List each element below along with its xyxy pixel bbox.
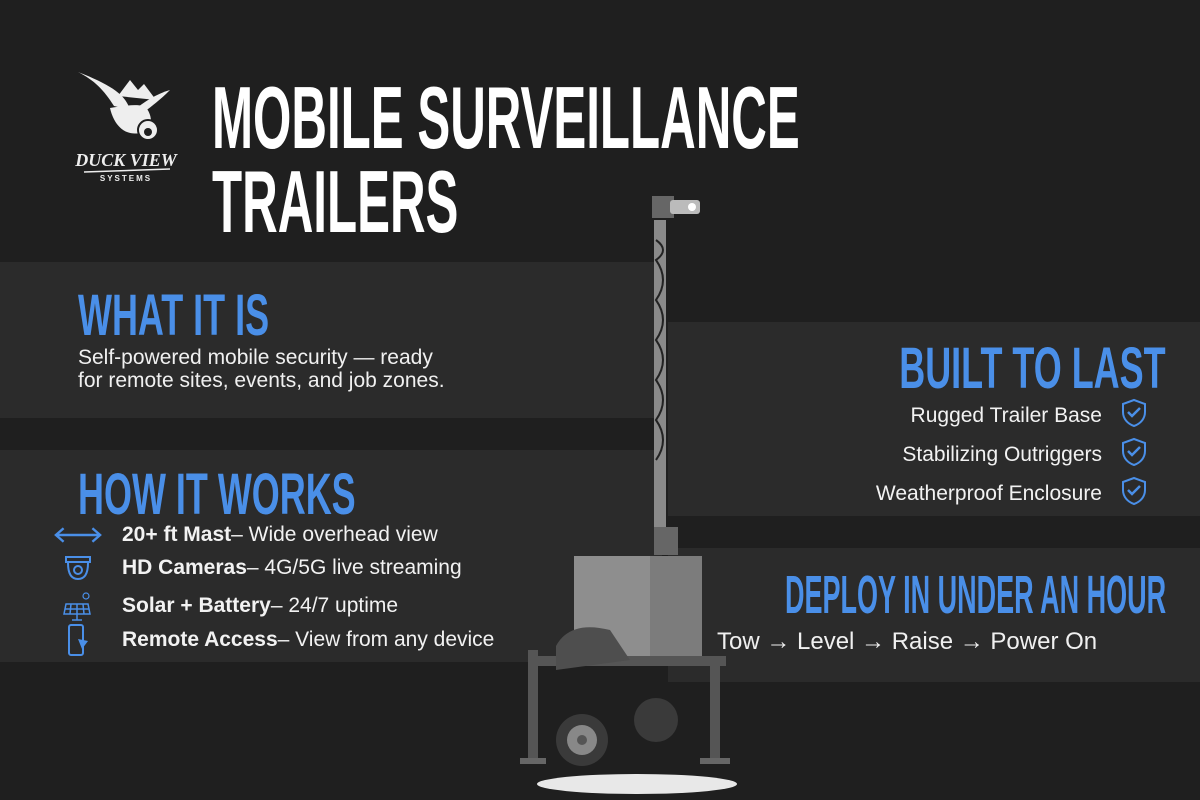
feature-item: Remote Access – View from any device bbox=[54, 623, 494, 657]
deploy-heading: DEPLOY IN UNDER AN HOUR bbox=[784, 565, 1166, 625]
feature-text: – 24/7 uptime bbox=[270, 594, 399, 617]
logo-sub-text: Systems bbox=[99, 174, 153, 183]
feature-title: 20+ ft Mast bbox=[122, 523, 232, 546]
how-it-works-list: 20+ ft Mast – Wide overhead view HD Came… bbox=[54, 518, 654, 658]
checklist-item: Stabilizing Outriggers bbox=[902, 437, 1148, 473]
trailer-icon bbox=[520, 196, 737, 794]
smartphone-icon bbox=[54, 623, 102, 657]
what-it-is-panel bbox=[0, 262, 662, 418]
shield-check-icon bbox=[1120, 398, 1148, 434]
what-it-is-heading: WHAT IT IS bbox=[78, 283, 270, 348]
deploy-steps: Tow → Level → Raise → Power On bbox=[717, 628, 1098, 655]
feature-title: Remote Access bbox=[122, 628, 278, 651]
duck-with-camera-logo-icon bbox=[78, 72, 171, 173]
checklist-item: Rugged Trailer Base bbox=[911, 398, 1148, 434]
feature-text: – View from any device bbox=[277, 628, 495, 651]
page-title-line-1: MOBILE SURVEILLANCE bbox=[212, 68, 800, 167]
how-it-works-panel bbox=[0, 450, 662, 662]
feature-item: 20+ ft Mast – Wide overhead view bbox=[54, 518, 438, 552]
description-line-1: Self-powered mobile security — ready bbox=[78, 346, 433, 369]
feature-item: Solar + Battery – 24/7 uptime bbox=[54, 589, 398, 623]
checklist-text: Stabilizing Outriggers bbox=[902, 443, 1102, 466]
shield-check-icon bbox=[1120, 476, 1148, 512]
feature-text: – Wide overhead view bbox=[231, 523, 438, 546]
checklist-text: Weatherproof Enclosure bbox=[875, 482, 1102, 505]
built-to-last-panel bbox=[668, 322, 1200, 516]
surveillance-trailer-illustration bbox=[500, 180, 740, 800]
double-arrow-icon bbox=[54, 525, 102, 545]
logo-brand-text: Duck View bbox=[75, 150, 177, 170]
description-line-2: for remote sites, events, and job zones. bbox=[78, 369, 445, 392]
how-it-works-heading: HOW IT WORKS bbox=[78, 462, 356, 527]
checklist-item: Weatherproof Enclosure bbox=[876, 476, 1148, 512]
page-title-line-2: TRAILERS bbox=[212, 152, 459, 251]
feature-item: HD Cameras – 4G/5G live streaming bbox=[54, 551, 462, 585]
feature-title: Solar + Battery bbox=[122, 594, 271, 617]
deploy-panel bbox=[668, 548, 1200, 682]
dome-camera-icon bbox=[54, 555, 102, 581]
what-it-is-description: Self-powered mobile security — ready for… bbox=[78, 346, 445, 392]
feature-text: – 4G/5G live streaming bbox=[246, 556, 462, 579]
checklist-text: Rugged Trailer Base bbox=[910, 404, 1102, 427]
feature-title: HD Cameras bbox=[122, 556, 247, 579]
duck-view-logo: Duck View Systems bbox=[74, 66, 178, 190]
solar-panel-icon bbox=[54, 590, 102, 622]
built-to-last-heading: BUILT TO LAST bbox=[899, 336, 1166, 401]
shield-check-icon bbox=[1120, 437, 1148, 473]
